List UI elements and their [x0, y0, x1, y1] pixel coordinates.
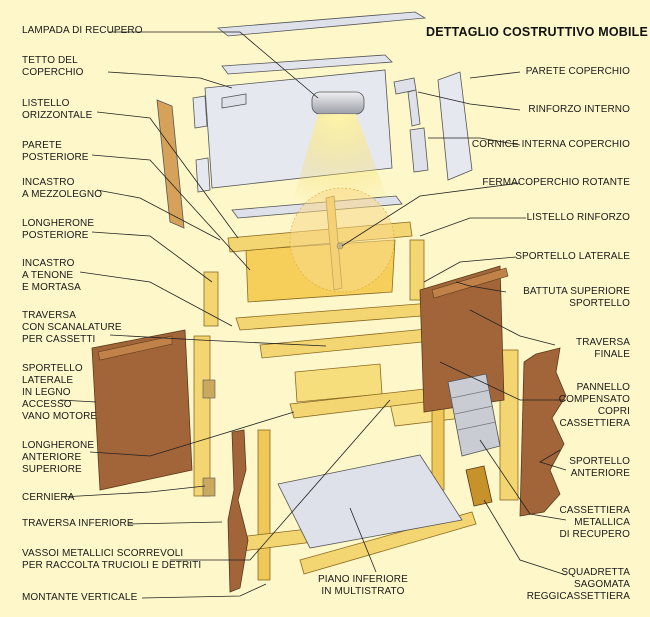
leader-lines — [59, 31, 391, 599]
lid-top-board — [216, 11, 427, 37]
label-traversa-inferiore: TRAVERSA INFERIORE — [22, 518, 134, 529]
label-sportello-laterale: SPORTELLO LATERALE — [515, 251, 630, 262]
metal-drawer-unit — [447, 373, 501, 457]
lid-side-left-inner2 — [195, 157, 211, 193]
lid-side-left-inner — [192, 95, 208, 129]
lid-reinforce-post — [407, 89, 421, 127]
side-door-left — [91, 329, 193, 491]
lamp-body — [311, 91, 365, 115]
left-bracket — [227, 429, 249, 593]
label-rinforzo-interno: RINFORZO INTERNO — [528, 104, 630, 115]
lid-inner-frame — [409, 127, 429, 173]
hinge — [202, 477, 216, 497]
lamp-light-cone — [290, 114, 388, 210]
lid-bar — [221, 93, 247, 109]
hinge-2 — [202, 379, 216, 399]
label-parete-coperchio: PARETE COPERCHIO — [525, 66, 630, 77]
rear-post-right — [409, 239, 425, 301]
front-post-right — [499, 349, 519, 501]
base-plywood — [277, 454, 463, 549]
lid-roof-strip — [221, 54, 393, 75]
label-listello-rinforzo: LISTELLO RINFORZO — [526, 212, 630, 223]
side-door-left-strip — [97, 335, 173, 361]
front-door — [519, 347, 567, 517]
shaped-bracket — [465, 465, 493, 507]
leader-lines-right — [341, 71, 567, 576]
lid-side-left — [156, 99, 185, 229]
door-stop — [431, 267, 509, 299]
diagram-title: DETTAGLIO COSTRUTTIVO MOBILE — [426, 25, 649, 39]
label-lampada: LAMPADA DI RECUPERO — [22, 25, 143, 36]
lid-wall-right — [437, 71, 473, 181]
front-post-left — [193, 335, 211, 497]
saw-blade — [289, 187, 395, 293]
mid-post — [257, 429, 271, 581]
label-montante: MONTANTE VERTICALE — [22, 592, 138, 603]
label-cerniera: CERNIERA — [22, 492, 75, 503]
rear-post-left — [203, 271, 219, 327]
label-fermacoperchio: FERMACOPERCHIO ROTANTE — [482, 177, 630, 188]
label-cornice-interna: CORNICE INTERNA COPERCHIO — [471, 139, 630, 150]
